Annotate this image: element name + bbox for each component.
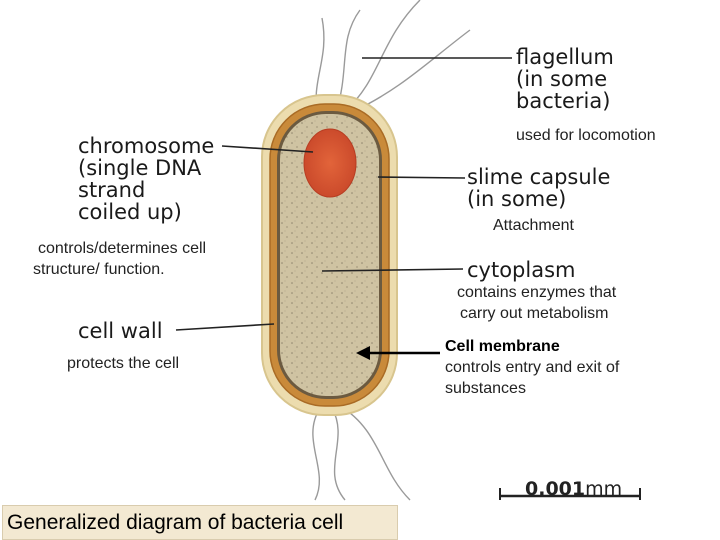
chromosome-note-line-2: structure/ function. [33, 261, 165, 278]
flagellum-label-line-1: flagellum [516, 45, 614, 69]
flagellum-note: used for locomotion [516, 127, 656, 144]
slime-capsule-label-line-1: slime capsule [467, 165, 611, 189]
flagellum-bottom-2 [331, 407, 346, 501]
diagram-caption: Generalized diagram of bacteria cell [2, 505, 398, 540]
chromosome-label-line-3: strand [78, 178, 146, 202]
cell-wall-note: protects the cell [67, 355, 180, 372]
chromosome-note: controls/determines cell structure/ func… [33, 238, 206, 280]
chromosome-label: chromosome (single DNA strand coiled up) [78, 135, 214, 223]
flagellum-bottom-3 [339, 405, 411, 501]
slime-capsule-note: Attachment [493, 217, 574, 234]
cell-membrane-note-line-2: substances [445, 380, 526, 397]
cytoplasm-note: contains enzymes that carry out metaboli… [457, 282, 616, 324]
slime-capsule-label-line-2: (in some) [467, 187, 567, 211]
cell-wall-pointer [175, 323, 275, 331]
cell-membrane-label: Cell membrane [445, 338, 560, 355]
slime-capsule-label: slime capsule (in some) [467, 166, 610, 210]
chromosome-label-line-1: chromosome [78, 134, 215, 158]
cytoplasm-note-line-1: contains enzymes that [457, 284, 617, 301]
flagellum-label-line-2: (in some [516, 67, 608, 91]
slime-capsule-pointer [377, 176, 466, 179]
scale-label: 0.001mm [525, 478, 622, 500]
flagellum-bottom-1 [312, 407, 321, 501]
flagellum-top-4 [351, 29, 471, 113]
flagellum-label-line-3: bacteria) [516, 89, 611, 113]
cytoplasm-pointer [321, 268, 464, 272]
flagellum-top-3 [345, 0, 421, 111]
cytoplasm [280, 114, 379, 396]
cytoplasm-note-line-2: carry out metabolism [460, 305, 609, 322]
scale-unit: mm [585, 478, 623, 500]
chromosome-label-line-2: (single DNA [78, 156, 202, 180]
cell-membrane-note: controls entry and exit of substances [445, 357, 619, 399]
chromosome-label-line-4: coiled up) [78, 200, 182, 224]
chromosome [303, 128, 357, 198]
chromosome-note-line-1: controls/determines cell [38, 240, 207, 257]
chromosome-pointer [221, 145, 314, 153]
scale-value: 0.001 [525, 478, 586, 500]
cell-wall-label: cell wall [78, 319, 163, 343]
cell-membrane-note-line-1: controls entry and exit of [445, 359, 620, 376]
cytoplasm-label: cytoplasm [467, 258, 576, 282]
flagellum-label: flagellum (in some bacteria) [516, 46, 614, 112]
cell-membrane-pointer-head [356, 346, 370, 360]
